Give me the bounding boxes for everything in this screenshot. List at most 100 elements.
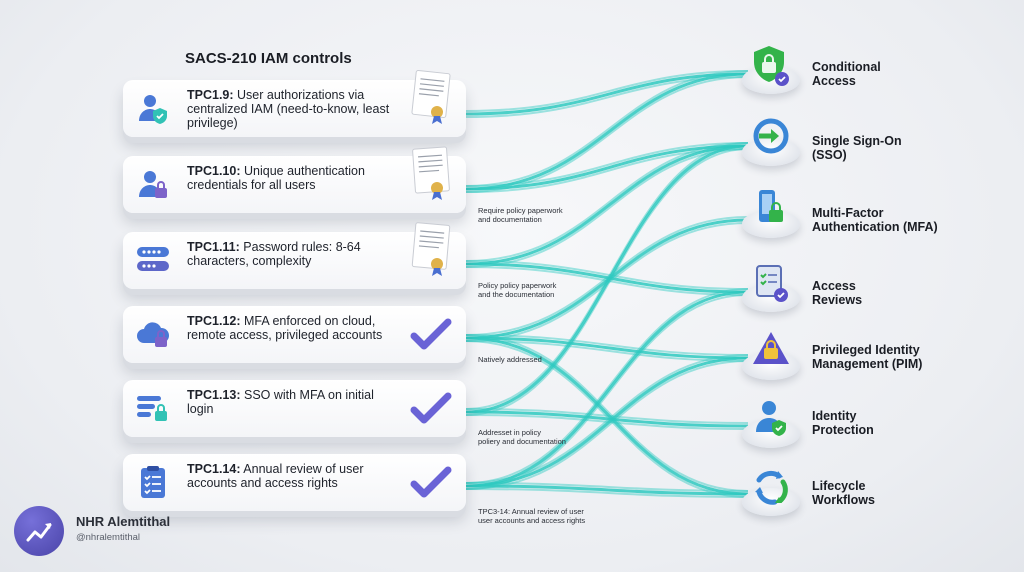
note-line: poliery and documentation bbox=[478, 437, 566, 446]
cycle-arrows-icon bbox=[755, 470, 788, 505]
flow-ribbon bbox=[465, 360, 749, 490]
note-line: Addresset in policy bbox=[478, 428, 541, 437]
note-line: TPC3-14: Annual review of user bbox=[478, 507, 584, 516]
phone-lock-icon bbox=[759, 190, 783, 222]
flow-ribbon bbox=[465, 70, 749, 112]
service-label-line: Protection bbox=[812, 423, 874, 437]
flow-ribbon bbox=[465, 290, 749, 488]
control-text: TPC1.10: Unique authentication credentia… bbox=[187, 164, 392, 192]
flow-ribbon bbox=[465, 142, 749, 262]
note-line: user accounts and access rights bbox=[478, 516, 586, 525]
flow-ribbon bbox=[465, 336, 749, 360]
control-id: TPC1.12: bbox=[187, 314, 241, 328]
cloud-lock-icon bbox=[137, 322, 170, 347]
flow-ribbon bbox=[465, 144, 749, 414]
service-label-line: Conditional bbox=[812, 60, 881, 74]
control-text: TPC1.12: MFA enforced on cloud, remote a… bbox=[187, 314, 392, 342]
brand-logo bbox=[14, 506, 64, 556]
control-description: Unique authentication credentials for al… bbox=[187, 164, 365, 192]
checkmark-icon bbox=[410, 392, 452, 424]
control-text: TPC1.11: Password rules: 8-64 characters… bbox=[187, 240, 392, 268]
flow-ribbon bbox=[465, 148, 749, 416]
note-line: Require policy paperwork bbox=[478, 206, 563, 215]
flow-ribbon bbox=[465, 482, 749, 492]
flow-ribbon bbox=[465, 340, 749, 362]
flow-ribbon bbox=[465, 144, 749, 266]
brand-handle: @nhralemtithal bbox=[76, 532, 141, 543]
flow-ribbon bbox=[465, 410, 749, 428]
flow-ribbon bbox=[465, 142, 749, 187]
service-label-line: Multi-Factor bbox=[812, 206, 884, 220]
control-description: User authorizations via centralized IAM … bbox=[187, 88, 390, 130]
flow-ribbon bbox=[465, 72, 749, 116]
flow-ribbon bbox=[465, 72, 749, 191]
flow-ribbon bbox=[465, 356, 749, 488]
service-label-line: Privileged Identity bbox=[812, 343, 920, 357]
service-identity-protection bbox=[742, 398, 802, 458]
control-card-tpc1-11: TPC1.11: Password rules: 8-64 characters… bbox=[123, 222, 466, 289]
service-label-line: Identity bbox=[812, 409, 857, 423]
control-description: MFA enforced on cloud, remote access, pr… bbox=[187, 314, 383, 342]
control-card-tpc1-10: TPC1.10: Unique authentication credentia… bbox=[123, 146, 466, 213]
service-label-line: Single Sign-On bbox=[812, 134, 902, 148]
flow-ribbon bbox=[465, 148, 749, 268]
control-description: Annual review of user accounts and acces… bbox=[187, 462, 364, 490]
service-label-line: Authentication (MFA) bbox=[812, 220, 938, 234]
control-card-tpc1-13: TPC1.13: SSO with MFA on initial login bbox=[123, 380, 466, 437]
note-line: Natively addressed bbox=[478, 355, 542, 364]
policy-document-icon bbox=[411, 70, 451, 124]
service-label-line: Access bbox=[812, 74, 856, 88]
service-conditional-access bbox=[742, 44, 802, 104]
note-line: and the documentation bbox=[478, 290, 555, 299]
control-text: TPC1.13: SSO with MFA on initial login bbox=[187, 388, 392, 416]
clipboard-check-icon bbox=[756, 265, 788, 302]
flow-ribbon bbox=[465, 488, 749, 498]
checkmark-icon bbox=[410, 466, 452, 498]
service-mfa bbox=[742, 188, 802, 248]
user-shield-check-icon bbox=[756, 401, 786, 436]
control-card-tpc1-12: TPC1.12: MFA enforced on cloud, remote a… bbox=[123, 306, 466, 363]
policy-document-icon bbox=[412, 146, 450, 200]
user-lock-icon bbox=[139, 171, 167, 198]
service-label: Single Sign-On(SSO) bbox=[812, 134, 902, 162]
control-description: SSO with MFA on initial login bbox=[187, 388, 374, 416]
control-text: TPC1.9: User authorizations via centrali… bbox=[187, 88, 392, 130]
service-label-line: Management (PIM) bbox=[812, 357, 923, 371]
flow-ribbon bbox=[465, 70, 749, 187]
trend-arrow-icon bbox=[26, 523, 52, 542]
service-label-line: Workflows bbox=[812, 493, 875, 507]
policy-document-icon bbox=[411, 222, 451, 276]
control-card-tpc1-14: TPC1.14: Annual review of user accounts … bbox=[123, 454, 466, 511]
flow-ribbon bbox=[465, 408, 749, 424]
user-shield-icon bbox=[139, 95, 167, 124]
service-access-reviews bbox=[742, 262, 802, 322]
control-text: TPC1.14: Annual review of user accounts … bbox=[187, 462, 392, 490]
service-label-line: (SSO) bbox=[812, 148, 847, 162]
flow-ribbon bbox=[465, 260, 749, 290]
service-sso bbox=[742, 116, 802, 176]
flow-ribbon bbox=[465, 142, 749, 410]
diagram-title: SACS-210 IAM controls bbox=[185, 50, 352, 67]
warning-lock-icon bbox=[753, 332, 789, 364]
password-field-icon bbox=[137, 247, 169, 271]
service-pim bbox=[742, 330, 802, 390]
control-id: TPC1.13: bbox=[187, 388, 241, 402]
note-line: and documentation bbox=[478, 215, 542, 224]
control-id: TPC1.9: bbox=[187, 88, 234, 102]
checkmark-icon bbox=[410, 318, 452, 350]
control-id: TPC1.14: bbox=[187, 462, 241, 476]
form-lock-icon bbox=[137, 396, 167, 421]
brand-name: NHR Alemtithal bbox=[76, 514, 171, 529]
service-label-line: Access bbox=[812, 279, 856, 293]
